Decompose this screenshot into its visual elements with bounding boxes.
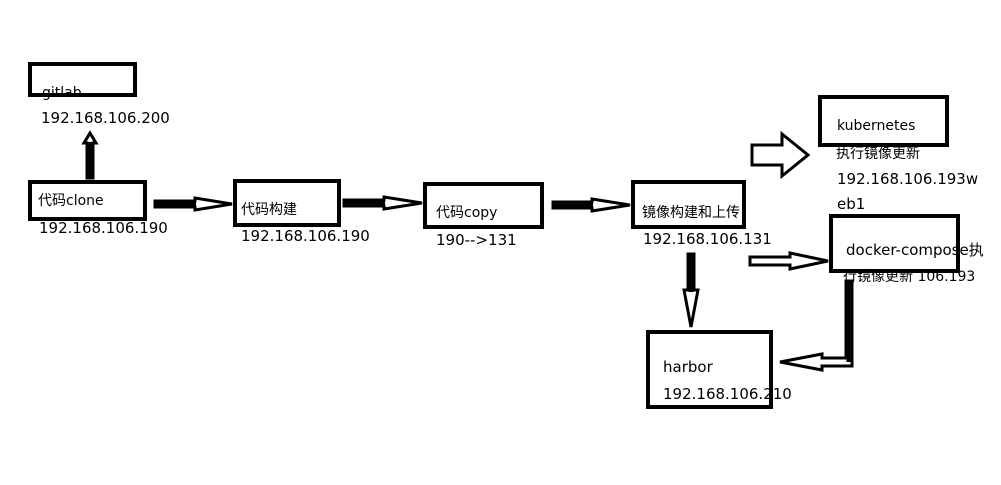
build-label: 代码构建	[241, 202, 297, 218]
node-compose-box	[829, 214, 960, 273]
build-ip: 192.168.106.190	[241, 227, 370, 245]
node-kubernetes-box	[818, 95, 949, 147]
clone-label: 代码clone	[38, 193, 104, 209]
gitlab-label: gitlab	[42, 85, 82, 101]
clone-ip: 192.168.106.190	[39, 219, 168, 237]
harbor-ip: 192.168.106.210	[663, 385, 792, 403]
node-image-box	[631, 180, 746, 229]
image-ip: 192.168.106.131	[643, 230, 772, 248]
arrow-compose-to-harbor	[779, 279, 854, 372]
kubernetes-desc2: 192.168.106.193w	[837, 170, 979, 188]
node-copy-box	[423, 182, 544, 229]
harbor-label: harbor	[663, 358, 713, 376]
image-label: 镜像构建和上传	[642, 205, 740, 221]
copy-ip: 190-->131	[436, 231, 517, 249]
compose-desc: 行镜像更新 106.193	[843, 269, 976, 285]
kubernetes-desc1: 执行镜像更新	[836, 146, 920, 162]
kubernetes-desc3: eb1	[837, 195, 866, 213]
copy-label: 代码copy	[436, 205, 498, 221]
node-gitlab-box	[28, 62, 137, 97]
node-clone-box	[28, 180, 147, 221]
compose-label: docker-compose执	[846, 241, 984, 259]
arrow-to-kubernetes	[750, 130, 811, 180]
kubernetes-label: kubernetes	[837, 118, 916, 134]
gitlab-ip: 192.168.106.200	[41, 109, 170, 127]
arrow-image-to-compose	[748, 251, 829, 271]
node-harbor-box	[646, 330, 773, 409]
node-build-box	[233, 179, 341, 227]
